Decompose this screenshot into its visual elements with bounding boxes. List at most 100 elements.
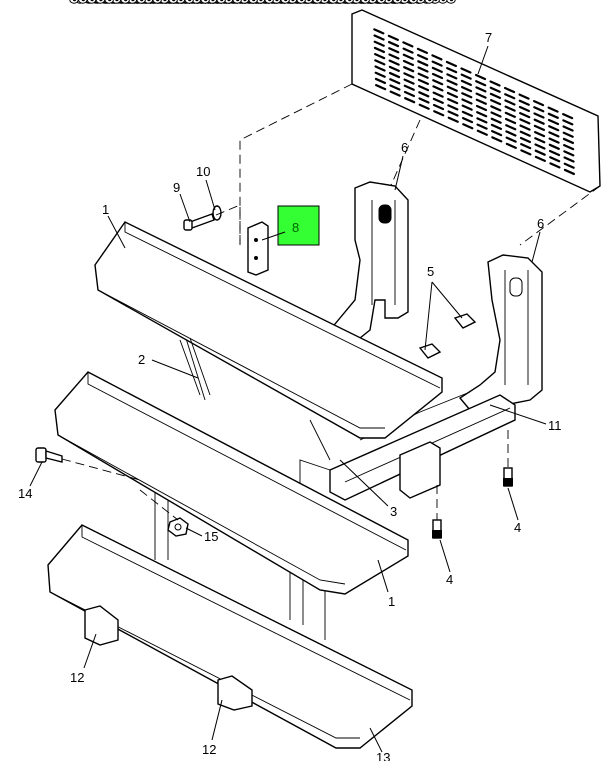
leader-4b <box>507 487 519 521</box>
grille-slot <box>418 91 430 98</box>
grille-slot <box>562 131 574 138</box>
tread-hole <box>95 0 106 4</box>
grille-slot <box>403 84 415 91</box>
tread-hole-center <box>172 0 176 2</box>
callout-6-left: 6 <box>401 140 408 155</box>
grille-slot <box>533 118 545 125</box>
grille-slot <box>562 125 574 132</box>
grille-slot <box>562 113 574 120</box>
tread-hole <box>351 0 362 4</box>
leader-2 <box>151 359 199 379</box>
grille-slot <box>491 136 503 143</box>
grille-slot <box>504 93 516 100</box>
leader-12a <box>83 633 97 669</box>
grille-slot <box>549 156 561 163</box>
step-support <box>179 337 211 396</box>
tread-hole <box>303 0 314 4</box>
grille-slot <box>562 137 575 145</box>
grille-slot <box>504 117 517 125</box>
grille-slot <box>402 47 414 54</box>
tread-hole-center <box>81 0 85 2</box>
leader-6a <box>394 155 404 191</box>
leader-6b <box>531 231 541 263</box>
tread-hole-center <box>332 0 336 2</box>
grille-slot <box>563 150 575 157</box>
tread-hole-center <box>291 0 295 2</box>
grille-slot <box>431 66 443 73</box>
callout-5: 5 <box>427 264 434 279</box>
grille-slot <box>504 99 516 106</box>
cross-channel <box>299 391 516 501</box>
grille-slot <box>548 149 561 157</box>
tread-hole <box>319 0 330 4</box>
leader-12b <box>211 699 223 741</box>
grille-slot <box>475 86 487 93</box>
clip-part <box>247 221 269 276</box>
grille-slot <box>505 124 517 131</box>
grille-slot <box>389 90 401 97</box>
grille-slot <box>460 85 473 93</box>
tread-hole <box>184 0 194 4</box>
leader-3 <box>339 459 389 507</box>
tread-hole <box>408 0 418 4</box>
grille-slot <box>403 78 415 85</box>
grille-slot <box>403 90 416 98</box>
tread-hole-center <box>434 0 438 2</box>
grille-slot <box>447 110 459 117</box>
grille-slot <box>489 92 502 100</box>
grille-slot <box>490 111 502 118</box>
grille-slot <box>474 73 487 81</box>
tread-hole <box>216 0 226 4</box>
grille-slot <box>548 137 560 144</box>
grille-slot <box>433 110 445 117</box>
grille-slot <box>387 34 399 41</box>
grille-slot <box>418 85 430 92</box>
grille-slot <box>388 71 401 79</box>
grille-slot <box>476 111 488 118</box>
grille-slot <box>447 98 459 105</box>
tread-hole <box>344 0 354 4</box>
grille-slot <box>504 105 516 112</box>
tread-hole <box>367 0 378 4</box>
tread-hole-center <box>156 0 160 2</box>
grille-slot <box>490 117 502 124</box>
callout-1-middle: 1 <box>388 594 395 609</box>
grille-slot <box>446 73 458 80</box>
tread-hole-center <box>252 0 256 2</box>
tread-hole-center <box>236 0 240 2</box>
grille-slot <box>519 112 531 119</box>
tread-hole <box>111 0 122 4</box>
callout-3: 3 <box>390 504 397 519</box>
grille-slot <box>460 73 472 80</box>
callout-14: 14 <box>18 486 32 501</box>
grille-slot <box>503 86 516 94</box>
assembly-line <box>215 204 241 245</box>
grille-slot <box>461 110 473 117</box>
tread-hole-center <box>300 0 304 2</box>
leader-1a <box>107 215 126 249</box>
grille-slot <box>404 97 416 104</box>
tread-hole <box>376 0 386 4</box>
bolt-part-4b <box>503 430 513 487</box>
grille-slot <box>533 112 545 119</box>
grille-slot <box>533 124 545 131</box>
grille-slot <box>475 98 487 105</box>
grille-slot <box>403 72 415 79</box>
tread-hole <box>159 0 170 4</box>
tread-hole-center <box>188 0 192 2</box>
grille-slot <box>432 79 444 86</box>
grille-slot <box>374 71 386 78</box>
grille-slot <box>490 123 503 131</box>
leader-7 <box>477 45 489 75</box>
grille-slot <box>418 103 430 110</box>
tread-hole <box>296 0 306 4</box>
grille-slot <box>505 142 517 149</box>
tread-hole-center <box>380 0 384 2</box>
tread-hole-center <box>323 0 327 2</box>
tread-hole-center <box>419 0 423 2</box>
tread-hole-center <box>355 0 359 2</box>
grille-slot <box>431 54 443 61</box>
grille-slot <box>519 124 531 131</box>
grille-slot <box>447 104 459 111</box>
tread-hole <box>86 0 97 4</box>
